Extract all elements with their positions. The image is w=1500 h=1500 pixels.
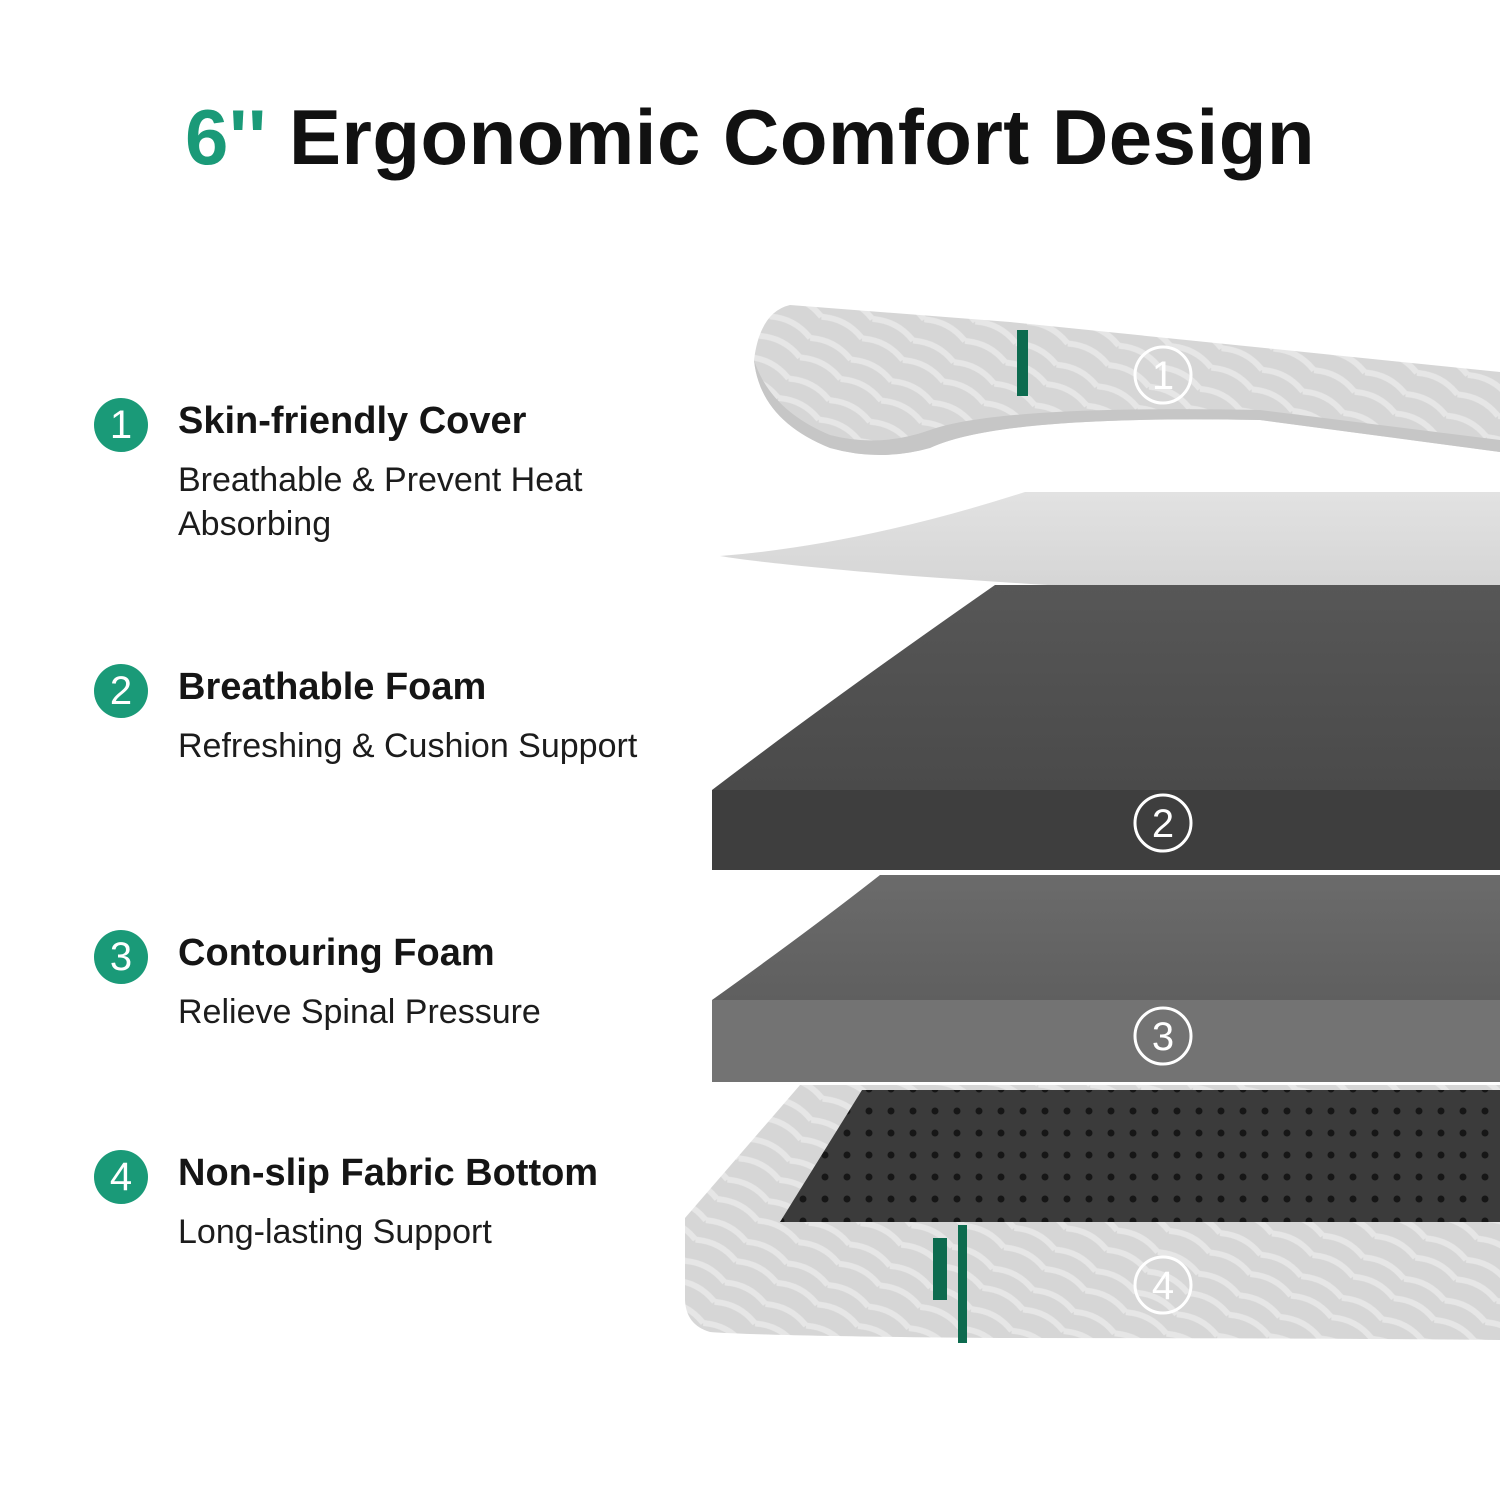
title-main: Ergonomic Comfort Design: [288, 93, 1316, 181]
feature-title: Breathable Foam: [178, 666, 487, 708]
feature-description: Refreshing & Cushion Support: [178, 727, 638, 765]
feature-description: Relieve Spinal Pressure: [178, 993, 541, 1031]
layer-number-1: 1: [1133, 345, 1193, 405]
feature-title: Contouring Foam: [178, 932, 495, 974]
layer-cover: [754, 305, 1500, 455]
page-title: 6'' Ergonomic Comfort Design: [0, 92, 1500, 183]
cover-tag: [1017, 330, 1028, 396]
number-badge-4: 4: [94, 1150, 148, 1204]
number-badge-1: 1: [94, 398, 148, 452]
title-accent: 6'': [184, 93, 267, 181]
svg-text:2: 2: [1152, 802, 1174, 846]
brand-label-icon: [933, 1238, 947, 1300]
svg-text:1: 1: [1152, 354, 1174, 398]
feature-title: Non-slip Fabric Bottom: [178, 1152, 599, 1194]
layer-base: [685, 1085, 1500, 1343]
layer-number-2: 2: [1133, 793, 1193, 853]
layer-number-3: 3: [1133, 1006, 1193, 1066]
base-tag-stripe: [958, 1225, 967, 1343]
svg-text:4: 4: [1152, 1264, 1174, 1308]
feature-description: Long-lasting Support: [178, 1213, 492, 1251]
feature-description: Breathable & Prevent Heat Absorbing: [178, 461, 583, 543]
thin-sheet: [720, 492, 1500, 610]
layer-breathable-foam: [712, 585, 1500, 870]
number-badge-2: 2: [94, 664, 148, 718]
layer-contouring-foam: [712, 875, 1500, 1082]
number-badge-3: 3: [94, 930, 148, 984]
layer-number-4: 4: [1133, 1255, 1193, 1315]
feature-title: Skin-friendly Cover: [178, 400, 527, 442]
svg-text:3: 3: [1152, 1015, 1174, 1059]
